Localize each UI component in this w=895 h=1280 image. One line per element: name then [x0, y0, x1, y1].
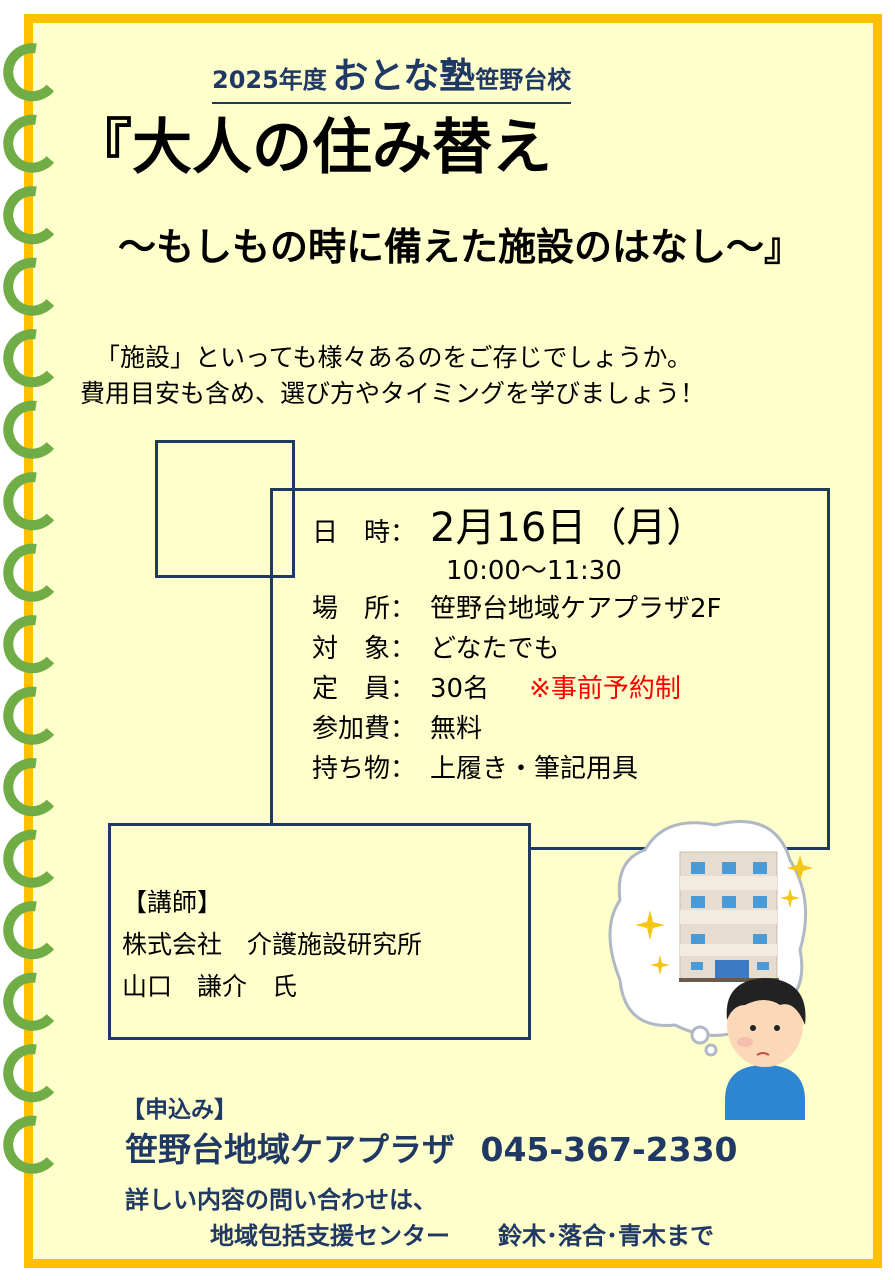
details-box [270, 488, 830, 850]
lecturer-heading: 【講師】 [122, 888, 223, 917]
ring-icon [3, 1044, 55, 1103]
intro-line-1: 「施設」といっても様々あるのをご存じでしょうか。 [95, 343, 693, 372]
apply-note: 詳しい内容の問い合わせは、 [125, 1186, 437, 1214]
ring-icon [3, 257, 55, 316]
header: 2025年度 おとな塾笹野台校 [212, 56, 572, 104]
ring-icon [3, 472, 55, 531]
ring-icon [3, 329, 55, 388]
apply-phone[interactable]: 045-367-2330 [480, 1130, 738, 1169]
page-subtitle: ～もしもの時に備えた施設のはなし～』 [118, 225, 803, 269]
details: 日 時：2月16日（月） 10:00～11:30 場 所：笹野台地域ケアプラザ2… [312, 508, 722, 789]
building-icon [679, 851, 779, 982]
ring-icon [3, 972, 55, 1031]
header-brand: おとな塾 [332, 56, 476, 97]
lecturer: 【講師】 株式会社 介護施設研究所 山口 謙介 氏 [122, 882, 422, 1008]
binder-rings [3, 43, 55, 1174]
ring-icon [3, 43, 55, 102]
detail-time: 10:00～11:30 [446, 556, 622, 586]
ring-icon [3, 686, 55, 745]
decor-square [155, 440, 295, 578]
header-school: 笹野台校 [475, 66, 572, 94]
page-title: 『大人の住み替え [72, 113, 552, 183]
detail-date: 日 時：2月16日（月） [312, 505, 707, 551]
apply-heading: 【申込み】 [122, 1097, 237, 1123]
ring-icon [3, 543, 55, 602]
worried-man [725, 978, 806, 1120]
detail-fee: 参加費：無料 [312, 714, 483, 744]
ring-icon [3, 400, 55, 459]
flyer-frame [24, 14, 882, 1268]
detail-items: 持ち物：上履き・筆記用具 [312, 754, 639, 784]
lecturer-company: 株式会社 介護施設研究所 [122, 930, 423, 959]
ring-icon [3, 114, 55, 173]
apply-contact-line: 笹野台地域ケアプラザ 045-367-2330 [125, 1128, 738, 1172]
ring-icon [3, 1115, 55, 1174]
intro-line-2: 費用目安も含め、選び方やタイミングを学びましょう！ [80, 379, 706, 408]
sparkle-icon [635, 855, 813, 975]
ring-icon [3, 615, 55, 674]
detail-target: 対 象：どなたでも [312, 634, 560, 664]
lecturer-box [108, 823, 531, 1040]
header-year: 2025年度 [212, 66, 327, 94]
ring-icon [3, 758, 55, 817]
lecturer-name: 山口 謙介 氏 [122, 972, 298, 1001]
thinking-illustration [608, 820, 813, 1120]
apply-org: 笹野台地域ケアプラザ [125, 1130, 455, 1169]
detail-capacity: 定 員：30名※事前予約制 [312, 674, 681, 704]
apply-staff: 地域包括支援センター 鈴木･落合･青木まで [210, 1222, 714, 1250]
ring-icon [3, 829, 55, 888]
detail-place: 場 所：笹野台地域ケアプラザ2F [312, 594, 722, 624]
ring-icon [3, 186, 55, 245]
ring-icon [3, 901, 55, 960]
reservation-note: ※事前予約制 [529, 674, 681, 704]
